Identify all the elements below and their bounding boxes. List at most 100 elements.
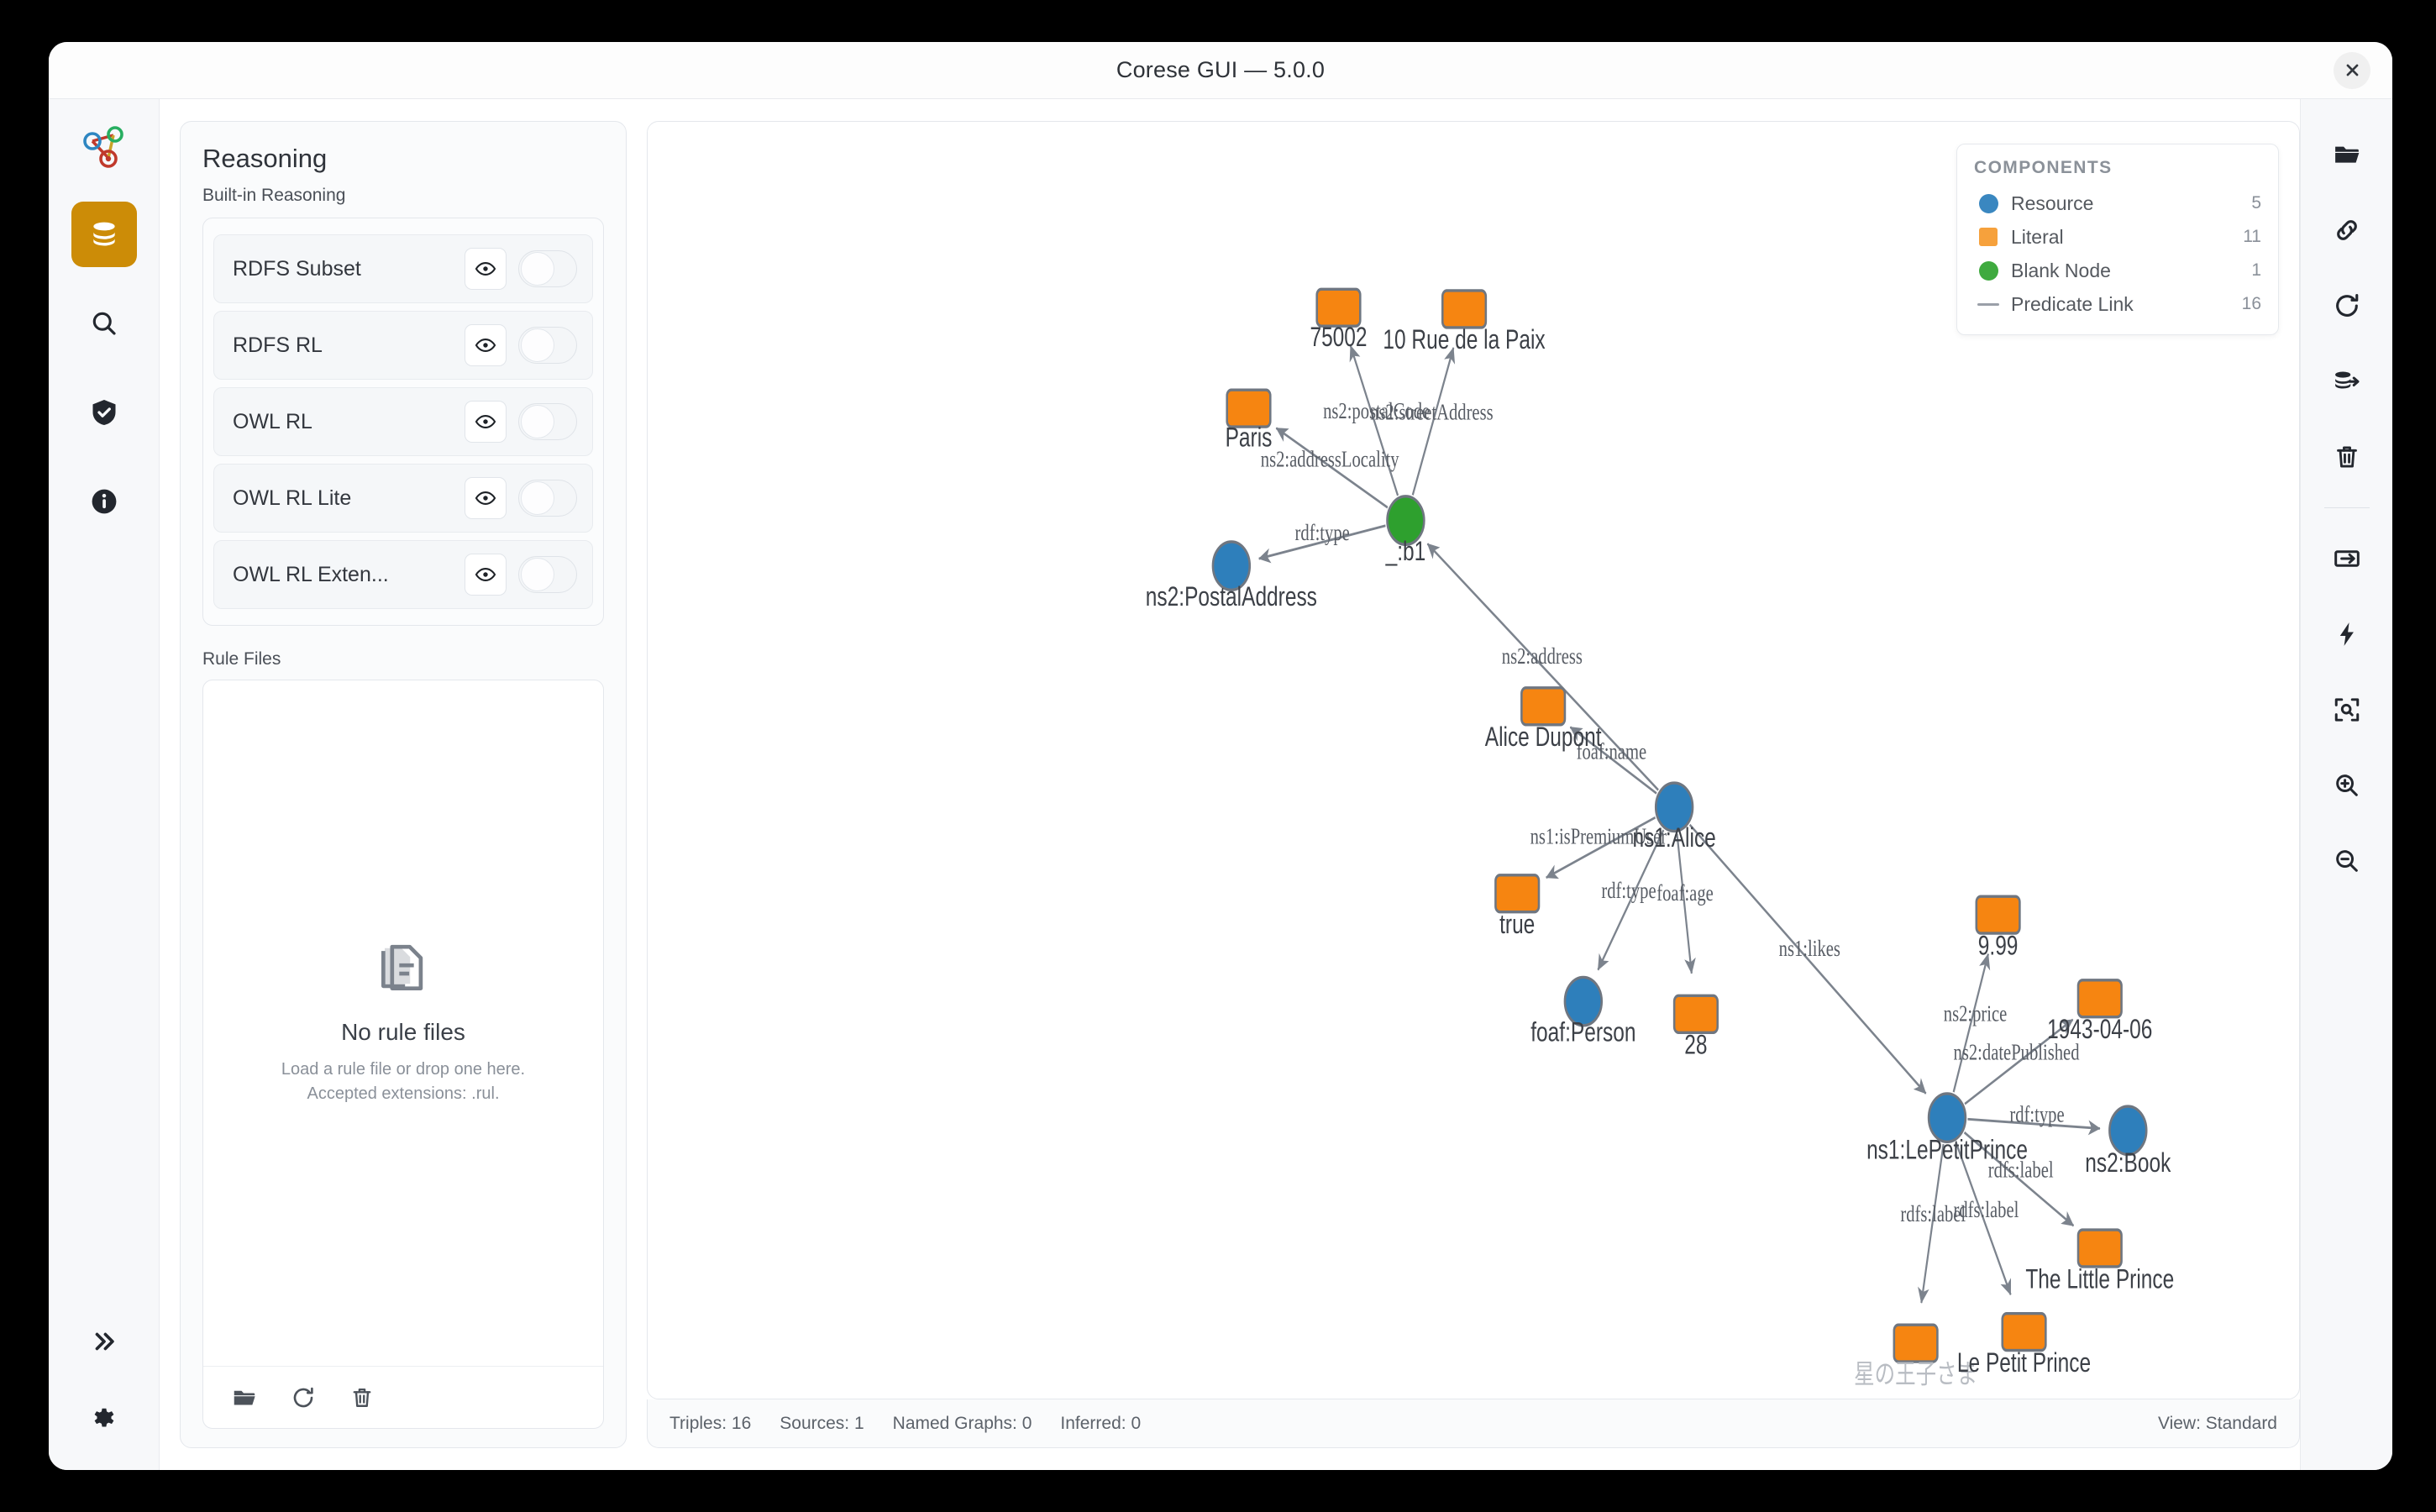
- reasoning-item-toggle[interactable]: [518, 327, 577, 364]
- graph-node-literal[interactable]: [1494, 874, 1541, 914]
- graph-edge[interactable]: [1426, 543, 1659, 791]
- shield-check-icon: [92, 400, 115, 425]
- graph-node-literal[interactable]: [1226, 388, 1272, 428]
- reasoning-item-owl-rl[interactable]: OWL RL: [213, 387, 593, 456]
- reload-rule-files-button[interactable]: [291, 1385, 316, 1410]
- legend-label: Literal: [2011, 225, 2064, 248]
- graph-node-literal[interactable]: [1893, 1323, 1939, 1363]
- eye-button[interactable]: [465, 554, 507, 596]
- eye-button[interactable]: [465, 477, 507, 519]
- trash-icon: [2336, 446, 2357, 468]
- close-icon: [2346, 64, 2358, 76]
- legend-label: Resource: [2011, 192, 2094, 214]
- reasoning-item-rdfs-rl[interactable]: RDFS RL: [213, 311, 593, 380]
- export-image-button[interactable]: [2320, 532, 2374, 585]
- zoom-out-icon: [2335, 850, 2358, 872]
- corese-graph-logo-icon: [72, 116, 136, 180]
- reasoning-item-toggle[interactable]: [518, 556, 577, 593]
- graph-edge[interactable]: [1918, 1143, 1945, 1304]
- graph-edge[interactable]: [1411, 347, 1456, 496]
- graph-edge[interactable]: [1964, 1018, 2074, 1105]
- graph-node-literal[interactable]: [1672, 994, 1719, 1034]
- load-from-url-button[interactable]: [2320, 203, 2374, 257]
- eye-button[interactable]: [465, 324, 507, 366]
- toggle-knob: [521, 252, 554, 286]
- run-layout-button[interactable]: [2320, 607, 2374, 661]
- load-rule-file-button[interactable]: [232, 1385, 257, 1410]
- graph-node-resource[interactable]: [2108, 1105, 2148, 1157]
- zoom-out-button[interactable]: [2320, 834, 2374, 888]
- graph-edge[interactable]: [1952, 953, 1991, 1093]
- legend-count: 11: [2243, 227, 2261, 246]
- graph-node-literal[interactable]: [1315, 287, 1362, 328]
- graph-node-blank[interactable]: [1386, 495, 1425, 546]
- eye-icon: [475, 339, 496, 352]
- graph-node-literal[interactable]: [2076, 1228, 2123, 1268]
- graph-edge-label: rdfs:label: [1988, 1158, 2054, 1183]
- export-data-button[interactable]: [2320, 354, 2374, 408]
- graph-edge[interactable]: [1676, 833, 1696, 974]
- reasoning-item-toggle[interactable]: [518, 403, 577, 440]
- graph-edge[interactable]: [1546, 816, 1656, 879]
- graph-node-resource[interactable]: [1654, 781, 1694, 833]
- rule-files-toolbar: [203, 1366, 603, 1428]
- graph-node-literal[interactable]: [1520, 686, 1567, 727]
- open-file-button[interactable]: [2320, 128, 2374, 181]
- status-view-mode: View: Standard: [2157, 1413, 2277, 1433]
- graph-node-literal[interactable]: [1441, 289, 1488, 329]
- graph-edge[interactable]: [1955, 1142, 2012, 1296]
- reasoning-item-owl-rl-lite[interactable]: OWL RL Lite: [213, 464, 593, 533]
- zoom-in-button[interactable]: [2320, 759, 2374, 812]
- empty-state-line1: Load a rule file or drop one here.: [281, 1059, 526, 1079]
- expand-rail-button[interactable]: [71, 1315, 137, 1368]
- fit-to-view-button[interactable]: [2320, 683, 2374, 737]
- graph-edge-label: rdfs:label: [1900, 1202, 1966, 1226]
- graph-edge[interactable]: [1688, 823, 1927, 1095]
- eye-button[interactable]: [465, 248, 507, 290]
- link-icon: [2336, 220, 2357, 240]
- delete-rule-files-button[interactable]: [349, 1385, 375, 1410]
- graph-edge-label: ns1:isPremiumUser: [1530, 825, 1667, 849]
- graph-edge[interactable]: [1967, 1117, 2101, 1136]
- graph-edge[interactable]: [1597, 829, 1665, 971]
- graph-node-literal[interactable]: [1975, 895, 2021, 935]
- legend-count: 16: [2241, 294, 2261, 313]
- sidebar-item-about-view[interactable]: [71, 469, 137, 534]
- graph-node-label: The Little Prince: [2025, 1264, 2174, 1294]
- graph-edge-label: ns2:streetAddress: [1370, 401, 1494, 425]
- graph-node-literal[interactable]: [2076, 979, 2123, 1019]
- sidebar-item-data-view[interactable]: [71, 202, 137, 267]
- eye-icon: [475, 491, 496, 505]
- graph-node-resource[interactable]: [1563, 975, 1604, 1027]
- graph-edge[interactable]: [1963, 1131, 2075, 1227]
- graph-edge[interactable]: [1258, 524, 1386, 564]
- rule-files-dropzone[interactable]: No rule files Load a rule file or drop o…: [202, 680, 604, 1429]
- legend-count: 5: [2251, 193, 2261, 213]
- sidebar-item-query-view[interactable]: [71, 291, 137, 356]
- graph-edge[interactable]: [1349, 344, 1399, 496]
- reasoning-card: Reasoning Built-in Reasoning RDFS Subset: [180, 121, 627, 1448]
- eye-button[interactable]: [465, 401, 507, 443]
- status-left-group: Triples: 16 Sources: 1 Named Graphs: 0 I…: [669, 1414, 1141, 1434]
- refresh-icon: [293, 1387, 313, 1407]
- search-icon: [92, 312, 116, 335]
- graph-node-resource[interactable]: [1211, 540, 1252, 592]
- reasoning-item-owl-rl-extended[interactable]: OWL RL Exten...: [213, 540, 593, 609]
- settings-button[interactable]: [71, 1393, 137, 1445]
- graph-node-label: Paris: [1226, 423, 1273, 454]
- legend-count: 1: [2251, 260, 2261, 280]
- graph-node-resource[interactable]: [1927, 1092, 1967, 1143]
- reasoning-item-toggle[interactable]: [518, 250, 577, 287]
- reasoning-item-toggle[interactable]: [518, 480, 577, 517]
- lightning-icon: [2339, 622, 2354, 646]
- graph-edge[interactable]: [1569, 726, 1657, 795]
- refresh-graph-button[interactable]: [2320, 279, 2374, 333]
- status-inferred: Inferred: 0: [1060, 1413, 1142, 1433]
- close-button[interactable]: [2334, 51, 2370, 89]
- clear-graph-button[interactable]: [2320, 430, 2374, 484]
- graph-node-literal[interactable]: [2001, 1311, 2047, 1352]
- sidebar-item-validation-view[interactable]: [71, 380, 137, 445]
- reasoning-item-rdfs-subset[interactable]: RDFS Subset: [213, 234, 593, 303]
- graph-edge[interactable]: [1275, 427, 1389, 509]
